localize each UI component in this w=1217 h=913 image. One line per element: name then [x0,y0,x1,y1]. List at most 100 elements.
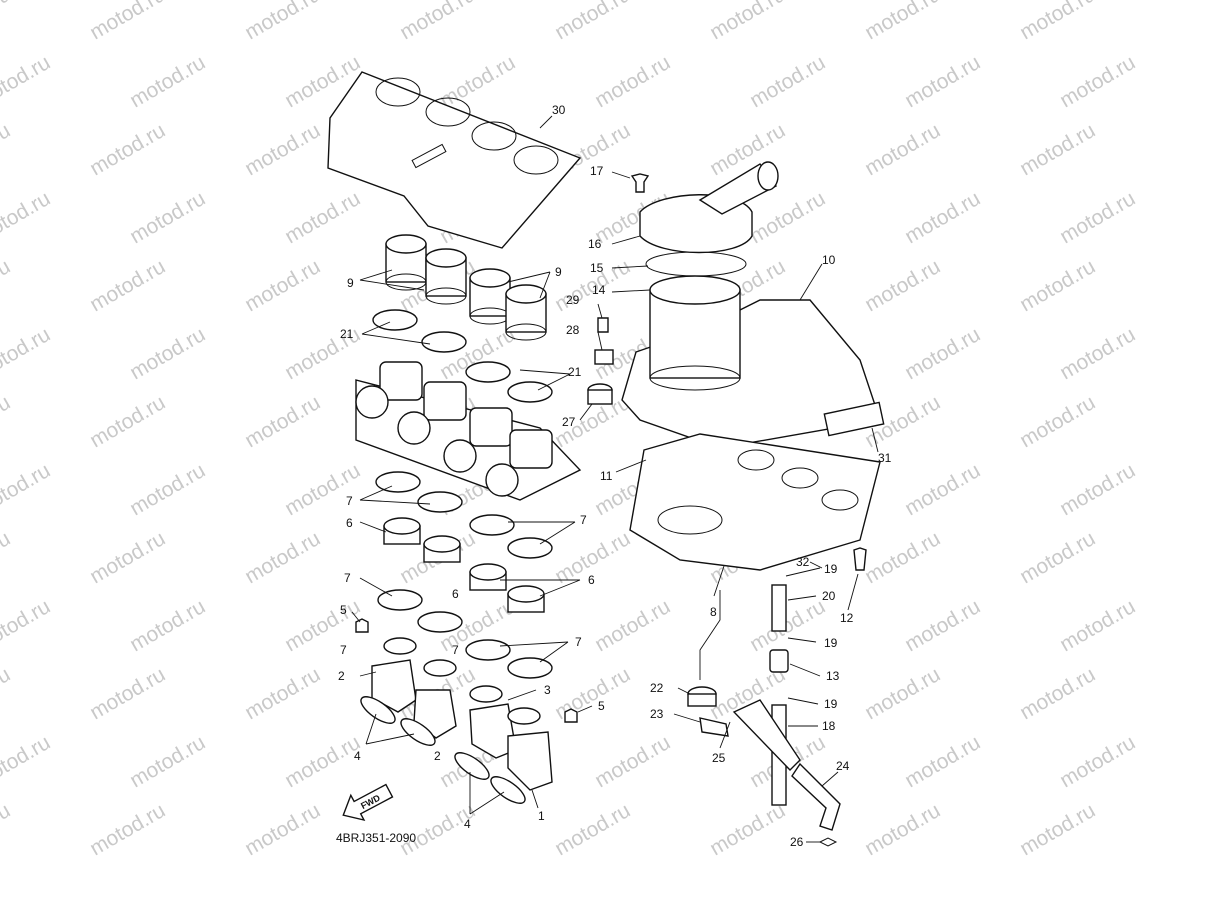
watermark-text: motod.ru [861,0,944,44]
breather-hose-system [687,584,841,847]
callout-label: 22 [650,681,664,695]
watermark-text: motod.ru [901,595,984,656]
watermark-text: motod.ru [241,119,324,180]
watermark-text: motod.ru [901,323,984,384]
heat-shield-plate [327,71,582,249]
callout-label: 3 [544,683,551,697]
watermark-text: motod.ru [746,187,829,248]
callout-label: 12 [840,611,854,625]
callout-label: 10 [822,253,836,267]
callout-label: 5 [598,699,605,713]
callout-label: 16 [588,237,602,251]
watermark-text: motod.ru [241,391,324,452]
callout-label: 28 [566,323,580,337]
watermark-text: motod.ru [1016,663,1099,724]
callout-label: 15 [590,261,604,275]
watermark-text: motod.ru [86,119,169,180]
watermark-text: motod.ru [0,527,14,588]
callout-label: 20 [822,589,836,603]
carburetor-assembly [355,361,582,501]
callout-label: 29 [566,293,580,307]
watermark-text: motod.ru [0,459,54,520]
callout-label: 6 [346,516,353,530]
callout-label: 26 [790,835,804,849]
watermark-text: motod.ru [126,731,209,792]
watermark-text: motod.ru [746,595,829,656]
intake-manifolds [371,637,553,791]
watermark-text: motod.ru [591,51,674,112]
watermark-text: motod.ru [86,799,169,860]
callout-label: 4 [464,817,471,831]
callout-label: 19 [824,697,838,711]
callout-label: 7 [452,643,459,657]
watermark-text: motod.ru [86,663,169,724]
callout-label: 5 [340,603,347,617]
leader-lines [351,115,879,843]
callout-label: 19 [824,636,838,650]
hose-clamps [372,309,553,679]
watermark-text: motod.ru [396,0,479,44]
watermark-text: motod.ru [0,255,14,316]
watermark-text: motod.ru [591,595,674,656]
watermark-layer: motod.ru motod.ru motod.ru motod.ru motod.ru… [0,0,1139,860]
watermark-text: motod.ru [551,663,634,724]
watermark-text: motod.ru [551,0,634,44]
watermark-text: motod.ru [861,527,944,588]
watermark-text: motod.ru [0,51,54,112]
callout-label: 2 [338,669,345,683]
callout-label: 19 [824,562,838,576]
callout-label: 18 [822,719,836,733]
watermark-text: motod.ru [861,255,944,316]
watermark-text: motod.ru [241,0,324,44]
forward-arrow-icon: FWD [342,783,394,822]
callout-label: 21 [340,327,354,341]
small-hardware [587,173,867,571]
watermark-text: motod.ru [746,51,829,112]
watermark-text: motod.ru [0,323,54,384]
callout-label: 6 [588,573,595,587]
watermark-text: motod.ru [1016,0,1099,44]
watermark-text: motod.ru [861,119,944,180]
callout-label: 2 [434,749,441,763]
callout-label: 23 [650,707,664,721]
callout-label: 7 [346,494,353,508]
watermark-text: motod.ru [281,595,364,656]
watermark-text: motod.ru [281,187,364,248]
callout-label: 6 [452,587,459,601]
watermark-text: motod.ru [126,595,209,656]
callout-label: 24 [836,759,850,773]
watermark-text: motod.ru [241,527,324,588]
callout-label: 8 [710,605,717,619]
callout-label: 31 [878,451,892,465]
watermark-text: motod.ru [901,187,984,248]
watermark-text: motod.ru [1056,323,1139,384]
watermark-text: motod.ru [126,187,209,248]
watermark-text: motod.ru [861,799,944,860]
watermark-text: motod.ru [126,323,209,384]
callout-label: 32 [796,555,810,569]
callout-label: 7 [344,571,351,585]
callout-label: 7 [580,513,587,527]
watermark-text: motod.ru [706,799,789,860]
callout-label: 9 [555,265,562,279]
callout-label: 11 [600,469,613,483]
watermark-text: motod.ru [1016,255,1099,316]
watermark-text: motod.ru [901,51,984,112]
diagram-code: 4BRJ351-2090 [336,831,416,845]
screws [355,618,578,723]
watermark-text: motod.ru [1016,119,1099,180]
watermark-text: motod.ru [1056,51,1139,112]
watermark-text: motod.ru [281,459,364,520]
callout-labels: 1 2 2 3 4 4 5 5 6 6 6 7 7 7 7 7 7 8 9 9 … [338,103,892,849]
callout-label: 1 [538,809,545,823]
o-rings [360,696,526,804]
watermark-text: motod.ru [241,255,324,316]
callout-label: 17 [590,164,604,178]
callout-label: 7 [575,635,582,649]
callout-label: 4 [354,749,361,763]
watermark-text: motod.ru [126,51,209,112]
watermark-text: motod.ru [0,595,54,656]
watermark-text: motod.ru [861,663,944,724]
watermark-text: motod.ru [0,731,54,792]
